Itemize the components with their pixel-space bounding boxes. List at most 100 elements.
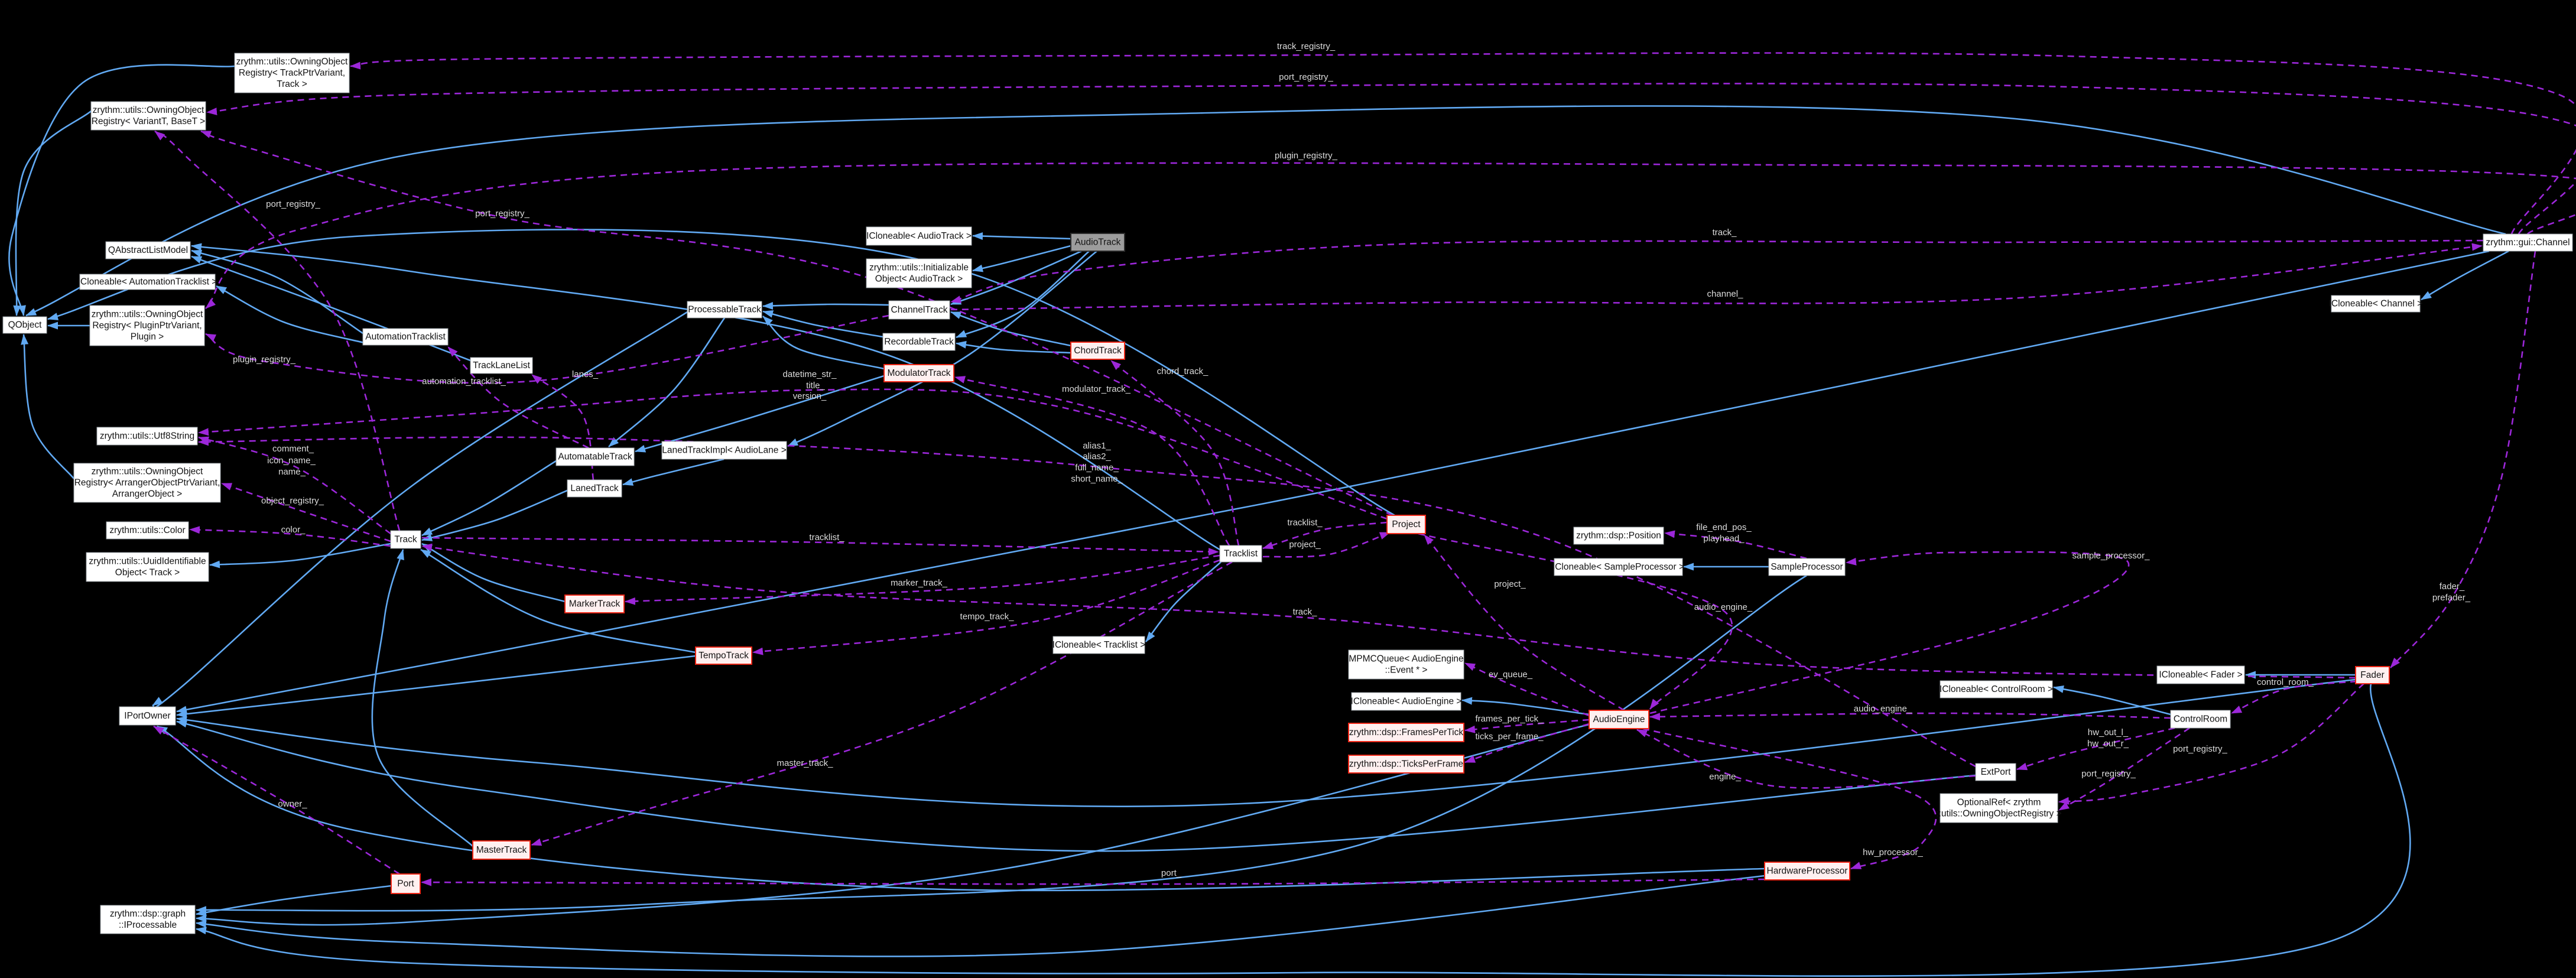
edge-port-iportowner: [153, 725, 400, 875]
edge-autotl-iclon_at: [216, 285, 365, 344]
node-port[interactable]: Port: [390, 873, 421, 895]
node-marker[interactable]: MarkerTrack: [564, 594, 625, 614]
edge-tracklist-mastertrack: [531, 561, 1233, 846]
edge-label-ticks_per_frame: ticks_per_frame_: [1475, 732, 1544, 742]
node-automatable[interactable]: AutomatableTrack: [556, 447, 635, 466]
edge-track-color: [189, 526, 391, 547]
node-label: ExtPort: [1981, 767, 2012, 777]
node-mastertrack[interactable]: MasterTrack: [472, 840, 531, 860]
edge-label-alias1: alias1_: [1083, 441, 1111, 451]
node-label: SampleProcessor: [1771, 562, 1843, 572]
node-label: ::utils::OwningObjectRegistry >: [1936, 809, 2061, 819]
node-sampleproc[interactable]: SampleProcessor: [1768, 558, 1846, 576]
node-iclon_tl[interactable]: ICloneable< Tracklist >: [1053, 636, 1146, 654]
node-audiotrack[interactable]: AudioTrack: [1070, 233, 1125, 252]
edge-channel-qobject: [25, 105, 2506, 317]
node-reg_plugin[interactable]: zrythm::utils::OwningObjectRegistry< Plu…: [89, 305, 205, 346]
node-iclon_ch[interactable]: ICloneable< Channel >: [2329, 295, 2423, 313]
node-iclon_at[interactable]: ICloneable< AutomationTracklist >: [78, 274, 217, 290]
node-label: Track >: [277, 79, 307, 89]
node-chordtrack[interactable]: ChordTrack: [1070, 341, 1126, 360]
node-label: QObject: [8, 320, 43, 330]
node-channel[interactable]: zrythm::gui::Channel: [2483, 233, 2573, 252]
node-processable[interactable]: ProcessableTrack: [687, 301, 762, 319]
node-qobject[interactable]: QObject: [2, 316, 47, 334]
edge-track-utf8: [198, 436, 391, 535]
node-tpf[interactable]: zrythm::dsp::TicksPerFrame: [1347, 754, 1465, 774]
node-track[interactable]: Track: [390, 530, 421, 549]
edge-tracklanelist-qabstract: [191, 255, 471, 362]
node-fader[interactable]: Fader: [2354, 665, 2390, 685]
edge-tempo-iportowner: [176, 655, 696, 718]
edge-mastertrack-track: [371, 549, 473, 847]
edge-reg_variant-qobject: [13, 111, 92, 316]
node-label: ICloneable< ControlRoom >: [1940, 684, 2053, 694]
edge-label-hw_out_r: hw_out_r_: [2087, 739, 2129, 749]
edge-fader-iportowner: [176, 678, 2356, 808]
edge-hwproc-port: [421, 878, 1765, 886]
node-optref[interactable]: OptionalRef< zrythm::utils::OwningObject…: [1936, 793, 2062, 823]
node-utf8[interactable]: zrythm::utils::Utf8String: [96, 427, 198, 446]
edge-channel-fader: [2390, 251, 2536, 668]
node-lanedimpl[interactable]: LanedTrackImpl< AudioLane >: [661, 441, 787, 460]
edge-label-comment: comment_: [272, 444, 314, 454]
node-modulator[interactable]: ModulatorTrack: [883, 363, 955, 383]
node-fpt[interactable]: zrythm::dsp::FramesPerTick: [1347, 722, 1465, 743]
edge-audiotrack-iclon_audio: [972, 232, 1071, 241]
node-color[interactable]: zrythm::utils::Color: [106, 521, 189, 540]
node-label: zrythm::utils::Utf8String: [100, 431, 194, 441]
node-hwproc[interactable]: HardwareProcessor: [1763, 861, 1851, 881]
node-extport[interactable]: ExtPort: [1975, 763, 2016, 781]
node-reg_arr[interactable]: zrythm::utils::OwningObjectRegistry< Arr…: [73, 463, 221, 503]
node-lanedtrack[interactable]: LanedTrack: [567, 479, 622, 498]
node-recordable[interactable]: RecordableTrack: [882, 333, 956, 351]
node-label: AutomatableTrack: [558, 452, 632, 462]
node-controlroom[interactable]: ControlRoom: [2170, 710, 2231, 729]
node-label: AutomationTracklist: [365, 332, 446, 342]
edge-project-reg_variant: [200, 130, 1393, 516]
node-reg_track[interactable]: zrythm::utils::OwningObjectRegistry< Tra…: [234, 53, 350, 93]
node-label: zrythm::utils::UuidIdentifiable: [89, 557, 206, 567]
node-tracklist[interactable]: Tracklist: [1219, 545, 1262, 563]
node-label: MarkerTrack: [569, 599, 621, 609]
node-iprocessable[interactable]: zrythm::dsp::graph::IProcessable: [100, 905, 196, 934]
edge-label-track: track_: [1713, 228, 1737, 238]
edge-extport-iportowner: [176, 720, 1976, 852]
node-iclon_ae[interactable]: ICloneable< AudioEngine >: [1351, 692, 1462, 711]
edge-fader-optref: [2058, 683, 2364, 805]
edge-project-audioengine: [1418, 532, 1733, 710]
edge-track-uuid: [209, 542, 391, 568]
node-audioengine[interactable]: AudioEngine: [1588, 709, 1650, 730]
edge-label-owner: owner_: [278, 799, 307, 809]
edge-label-color: color_: [281, 525, 306, 535]
edge-label-version: version_: [793, 391, 827, 401]
node-label: ChannelTrack: [891, 305, 948, 315]
node-reg_variant[interactable]: zrythm::utils::OwningObjectRegistry< Var…: [90, 101, 206, 131]
node-tempo[interactable]: TempoTrack: [694, 646, 753, 665]
node-mpmc[interactable]: MPMCQueue< AudioEngine::Event * >: [1348, 649, 1464, 680]
node-channeltrack[interactable]: ChannelTrack: [888, 300, 950, 320]
edge-channel-iportowner: [176, 250, 2490, 714]
node-label: zrythm::dsp::graph: [110, 909, 186, 919]
node-iclon_cr[interactable]: ICloneable< ControlRoom >: [1940, 680, 2053, 698]
edge-label-channel: channel_: [1707, 289, 1744, 299]
edge-reg_arr-qobject: [21, 334, 75, 479]
edge-label-ev_queue: ev_queue_: [1489, 670, 1533, 680]
node-iclon_audio[interactable]: ICloneable< AudioTrack >: [866, 226, 972, 246]
node-label: ICloneable< Channel >: [2329, 299, 2423, 309]
node-tracklanelist[interactable]: TrackLaneList: [470, 357, 533, 374]
node-iclon_fader[interactable]: ICloneable< Fader >: [2156, 665, 2245, 684]
node-iportowner[interactable]: IPortOwner: [119, 706, 176, 726]
node-project[interactable]: Project: [1386, 514, 1427, 535]
edge-channel-channeltrack: [950, 239, 2484, 303]
edge-audioengine-mpmc: [1464, 662, 1590, 717]
node-qabstract[interactable]: QAbstractListModel: [105, 241, 191, 259]
node-autotl[interactable]: AutomationTracklist: [362, 328, 449, 346]
node-iclon_sp[interactable]: ICloneable< SampleProcessor >: [1552, 558, 1684, 576]
node-position[interactable]: zrythm::dsp::Position: [1573, 527, 1664, 545]
node-label: zrythm::dsp::FramesPerTick: [1349, 727, 1463, 737]
edge-label-sample_processor: sample_processor_: [2073, 551, 2151, 561]
edge-track-reg_variant: [154, 130, 401, 531]
